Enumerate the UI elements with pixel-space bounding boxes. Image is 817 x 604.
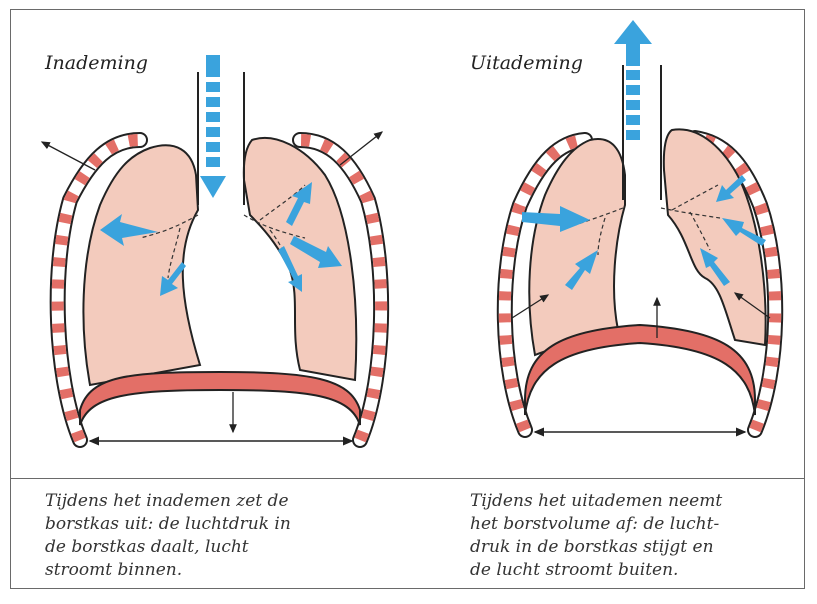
caption-line: het borstvolume af: de lucht- (470, 513, 722, 536)
air-in-arrow (200, 55, 226, 198)
air-out-arrow (614, 20, 652, 140)
caption-line: Tijdens het uitademen neemt (470, 490, 722, 513)
caption-line: de borstkas daalt, lucht (45, 536, 291, 559)
caption-line: Tijdens het inademen zet de (45, 490, 291, 513)
exhalation-caption: Tijdens het uitademen neemt het borstvol… (470, 490, 722, 582)
right-lung (244, 138, 356, 380)
caption-line: borstkas uit: de luchtdruk in (45, 513, 291, 536)
inhalation-caption: Tijdens het inademen zet de borstkas uit… (45, 490, 291, 582)
caption-line: de lucht stroomt buiten. (470, 559, 722, 582)
exhalation-diagram (505, 20, 775, 432)
caption-line: druk in de borstkas stijgt en (470, 536, 722, 559)
caption-line: stroomt binnen. (45, 559, 291, 582)
caption-divider (10, 478, 805, 479)
breathing-diagram (0, 0, 817, 478)
diaphragm-flat (80, 372, 360, 425)
trachea (198, 72, 244, 205)
inhalation-diagram (42, 55, 382, 441)
